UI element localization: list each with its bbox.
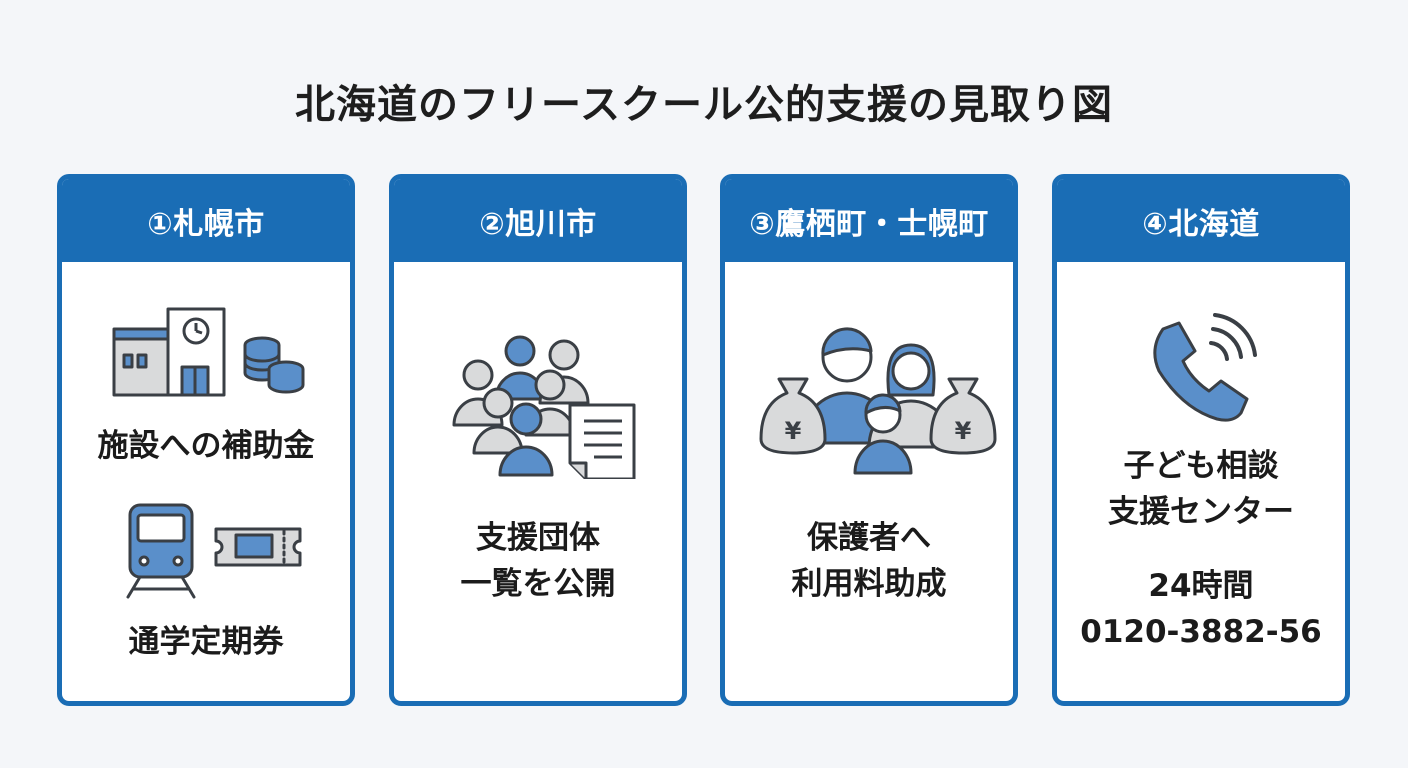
school-building-with-coins-icon: [112, 307, 305, 397]
label-line: 子ども相談: [1123, 448, 1279, 484]
page-title: 北海道のフリースクール公的支援の見取り図: [295, 82, 1113, 128]
label-line: 0120-3882-56: [1080, 614, 1322, 650]
train-and-ticket-icon: [126, 503, 302, 599]
card-sapporo: ①札幌市 施設への補助金: [57, 174, 355, 706]
card-header: ②旭川市: [394, 179, 682, 262]
card-label: 施設への補助金: [62, 423, 350, 469]
label-line: 施設への補助金: [97, 428, 315, 464]
card-header: ③鷹栖町・士幌町: [725, 179, 1013, 262]
card-takasu-shihoro: ③鷹栖町・士幌町 ¥ ¥ 保護者へ 利用料助成: [720, 174, 1018, 706]
card-header: ①札幌市: [62, 179, 350, 262]
card-label: 通学定期券: [62, 619, 350, 665]
label-line: 支援団体: [476, 520, 600, 556]
label-line: 支援センター: [1108, 494, 1294, 530]
card-asahikawa: ②旭川市 支援団体 一覧を公開: [389, 174, 687, 706]
phone-icon: [1153, 313, 1257, 422]
group-with-document-icon: [452, 335, 636, 479]
card-hokkaido: ④北海道 子ども相談 支援センター 24時間 0120-3882-56: [1052, 174, 1350, 706]
label-line: 利用料助成: [791, 566, 947, 602]
card-label: 子ども相談 支援センター: [1057, 443, 1345, 535]
family-with-money-bags-icon: ¥ ¥: [759, 327, 997, 475]
card-label: 保護者へ 利用料助成: [725, 515, 1013, 607]
card-header: ④北海道: [1057, 179, 1345, 262]
svg-text:¥: ¥: [785, 417, 802, 445]
svg-text:¥: ¥: [955, 417, 972, 445]
card-label: 24時間 0120-3882-56: [1057, 563, 1345, 655]
label-line: 24時間: [1148, 568, 1254, 604]
card-label: 支援団体 一覧を公開: [394, 515, 682, 607]
label-line: 一覧を公開: [460, 566, 616, 602]
label-line: 保護者へ: [807, 520, 931, 556]
label-line: 通学定期券: [128, 624, 284, 660]
